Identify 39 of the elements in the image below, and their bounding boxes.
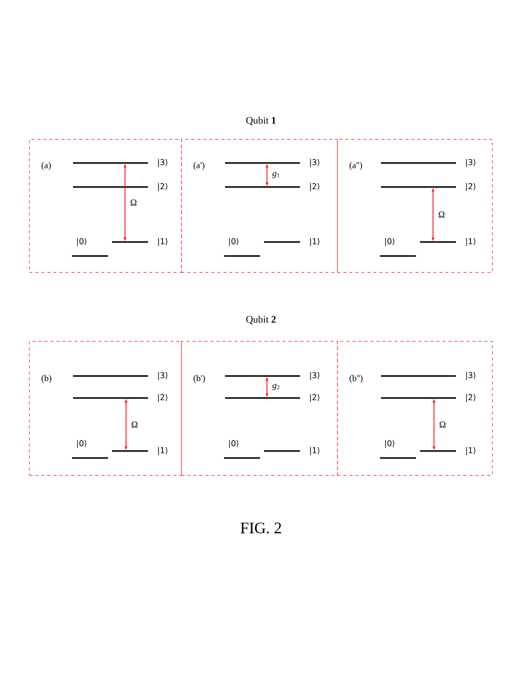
state-label: |0⟩ [385,238,394,246]
edge-label: Ω [440,422,446,428]
panel-label: (a) [42,162,51,170]
caption: FIG. 2 [240,522,281,534]
state-label: |2⟩ [310,183,320,191]
state-label: |3⟩ [158,372,168,380]
panel-label: (b') [194,374,205,384]
state-label: |0⟩ [385,440,394,448]
state-label: |0⟩ [229,238,238,246]
state-label: |1⟩ [466,447,476,455]
edge-label: Ω [130,200,136,206]
title: Qubit 2 [246,316,276,324]
state-label: |1⟩ [310,238,320,246]
state-label: |3⟩ [310,372,320,380]
state-label: |3⟩ [310,159,320,167]
panel-label: (b'') [350,374,363,384]
panel-label: (a'') [350,162,362,170]
panel-label: (a') [194,162,204,170]
state-label: |2⟩ [466,394,476,402]
state-label: |3⟩ [158,159,168,167]
state-label: |2⟩ [158,394,168,402]
state-label: |1⟩ [158,238,168,246]
state-label: |1⟩ [158,447,168,455]
state-label: |0⟩ [77,238,86,246]
state-label: |0⟩ [77,440,86,448]
state-label: |3⟩ [466,372,476,380]
edge-label: g$_{2}$ [272,384,280,390]
state-label: |1⟩ [466,238,476,246]
state-label: |2⟩ [158,183,168,191]
edge-label: g$_{1}$ [272,172,280,178]
panel-label: (b) [42,374,52,384]
state-label: |2⟩ [310,394,320,402]
state-label: |1⟩ [310,447,320,455]
edge-label: Ω [438,212,444,218]
state-label: |2⟩ [466,183,476,191]
edge-label: Ω [132,422,138,428]
title: Qubit 1 [246,116,276,126]
state-label: |0⟩ [229,440,238,448]
state-label: |3⟩ [466,159,476,167]
